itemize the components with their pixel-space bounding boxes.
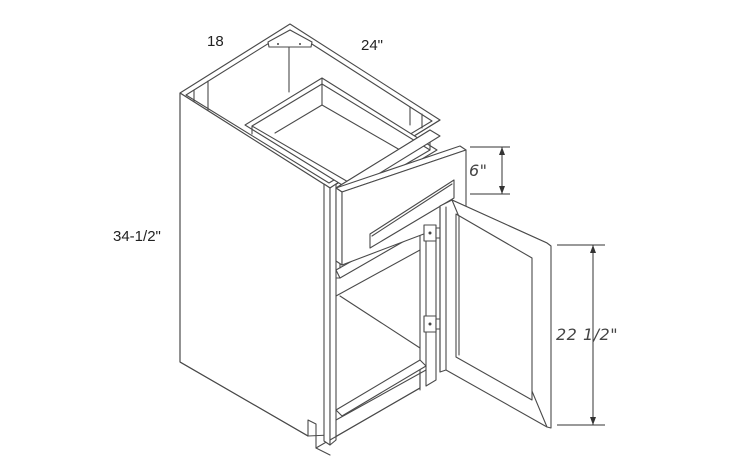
cabinet-door	[439, 199, 552, 429]
drawer-height-label: 6"	[469, 161, 488, 180]
door-height-label: 22 1/2"	[556, 325, 619, 344]
dimension-door-height	[557, 244, 605, 426]
cabinet-left-side-panel	[179, 92, 421, 456]
drawer-front	[335, 145, 467, 266]
width-label: 24"	[361, 37, 384, 54]
depth-label: 18	[207, 33, 224, 50]
height-label: 34-1/2"	[113, 228, 161, 245]
cabinet-interior	[244, 77, 441, 349]
dimension-drawer-height	[470, 146, 510, 195]
